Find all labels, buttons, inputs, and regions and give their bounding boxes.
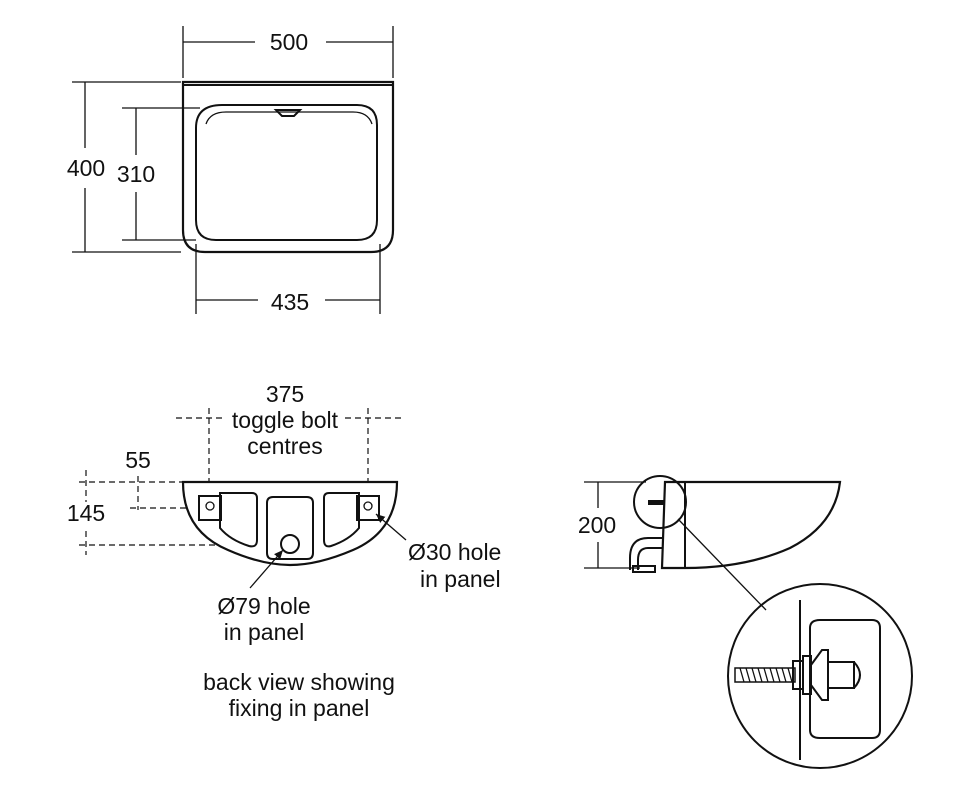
bolt-centres-label-line1: toggle bolt (232, 407, 339, 433)
left-bolt-bracket (198, 495, 222, 521)
basin-inner-bowl (195, 104, 378, 241)
bolt-centres-label-line2: centres (247, 433, 322, 459)
right-bolt-hole (363, 501, 373, 511)
back-view: 375 toggle bolt centres 55 145 (67, 381, 502, 721)
dimension-width-label: 500 (270, 29, 308, 55)
dimension-depth: 400 (67, 81, 181, 253)
large-hole-label-line1: Ø79 hole (217, 593, 310, 619)
bolt-centres-value: 375 (266, 381, 304, 407)
dimension-bowl-width-label: 435 (271, 289, 309, 315)
dimension-bowl-depth: 310 (117, 107, 200, 241)
dimension-height: 200 (578, 481, 646, 569)
right-bolt-bracket (356, 495, 380, 521)
small-hole-label-line2: in panel (420, 566, 501, 592)
offset-145-label: 145 (67, 500, 105, 526)
centre-waste-recess (266, 496, 314, 560)
detail-marker-circle (633, 475, 687, 529)
dimension-bowl-width: 435 (195, 244, 381, 315)
right-fixing-recess (323, 492, 360, 548)
dimension-bowl-depth-label: 310 (117, 161, 155, 187)
side-view: 200 (578, 475, 913, 769)
left-bolt-hole (205, 501, 215, 511)
offset-55-label: 55 (125, 447, 151, 473)
overflow-slot (273, 109, 303, 117)
trap-pipe (637, 547, 662, 570)
back-view-caption-line1: back view showing (203, 669, 395, 695)
dimension-depth-label: 400 (67, 155, 105, 181)
basin-outer-outline (181, 80, 395, 254)
back-view-caption-line2: fixing in panel (229, 695, 370, 721)
dimension-width: 500 (182, 26, 394, 78)
waste-hole (280, 534, 300, 554)
large-hole-label-line2: in panel (224, 619, 305, 645)
basin-back-outline (181, 480, 399, 567)
basin-side-profile (660, 480, 842, 570)
top-view: 500 400 310 (67, 26, 395, 315)
detail-circle (727, 583, 913, 769)
left-fixing-recess (219, 492, 258, 548)
bolt-detail-magnified (727, 583, 913, 769)
small-hole-label-line1: Ø30 hole (408, 539, 501, 565)
dimension-height-label: 200 (578, 512, 616, 538)
